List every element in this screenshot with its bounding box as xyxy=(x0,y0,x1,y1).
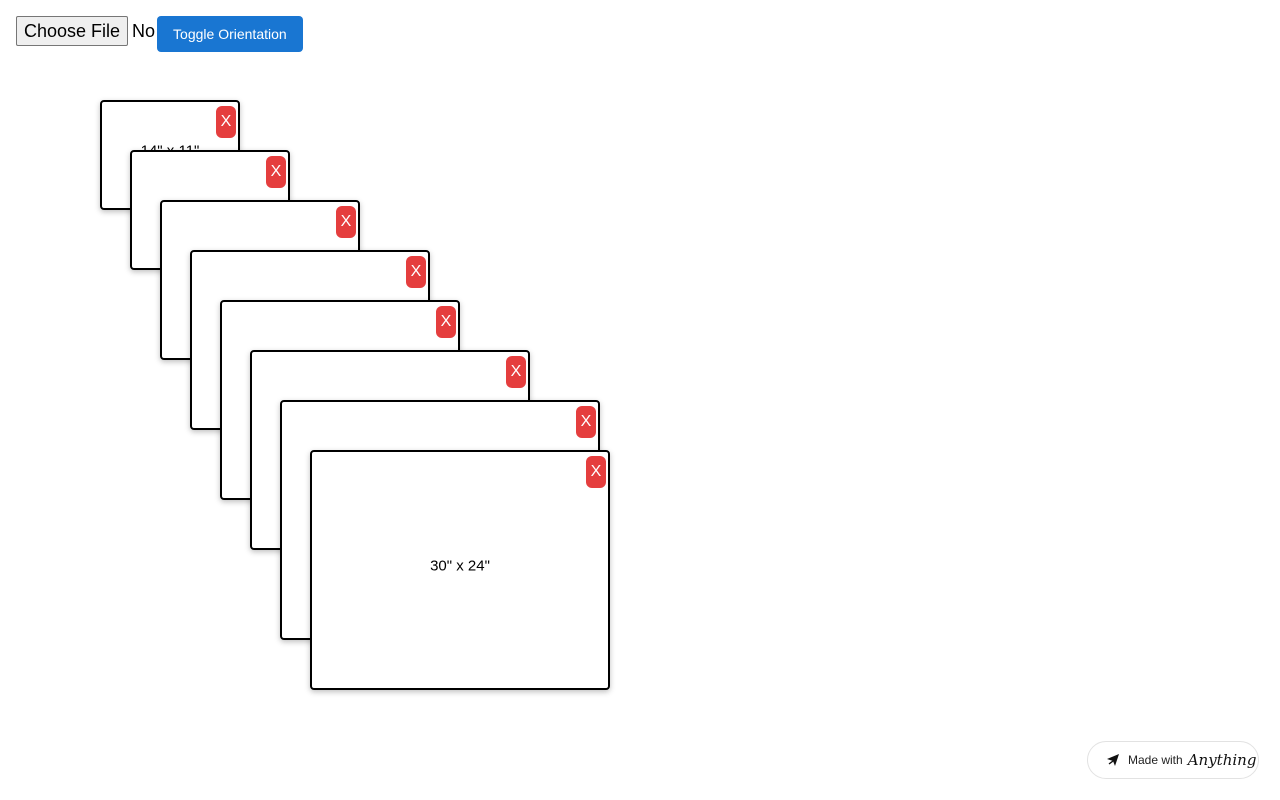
toggle-orientation-button[interactable]: Toggle Orientation xyxy=(157,16,303,52)
frame-size-label: 30" x 24" xyxy=(430,557,490,575)
remove-frame-button[interactable]: X xyxy=(506,356,526,388)
file-status-text: No file chosen xyxy=(132,20,157,41)
remove-frame-button[interactable]: X xyxy=(266,156,286,188)
anything-logo-icon xyxy=(1107,754,1119,766)
frame-card[interactable]: 30" x 24" X xyxy=(310,450,610,690)
made-with-badge[interactable]: Made with Anything xyxy=(1087,741,1259,779)
remove-frame-button[interactable]: X xyxy=(436,306,456,338)
remove-frame-button[interactable]: X xyxy=(406,256,426,288)
remove-frame-button[interactable]: X xyxy=(336,206,356,238)
remove-frame-button[interactable]: X xyxy=(216,106,236,138)
choose-file-button[interactable]: Choose File xyxy=(16,16,129,46)
remove-frame-button[interactable]: X xyxy=(576,406,596,438)
remove-frame-button[interactable]: X xyxy=(586,456,606,488)
made-with-text: Made with xyxy=(1128,753,1183,767)
toolbar: Choose File No file chosen Toggle Orient… xyxy=(16,16,303,52)
brand-name: Anything xyxy=(1187,751,1257,769)
